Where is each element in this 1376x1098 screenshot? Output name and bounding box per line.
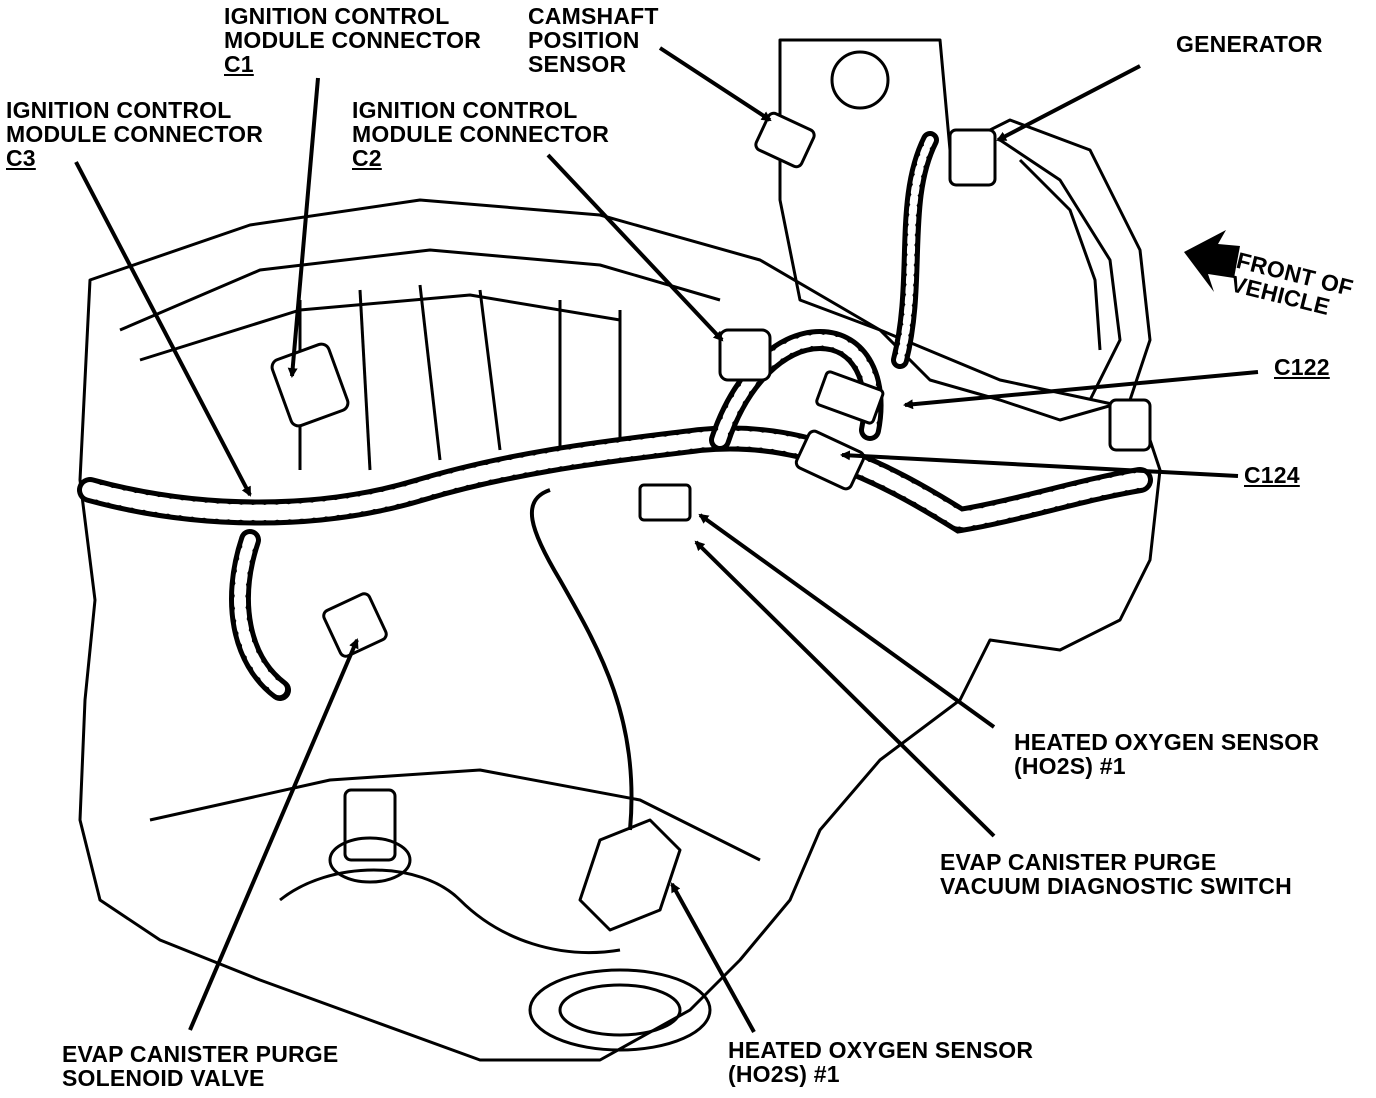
- wiring-harness: [77, 131, 1153, 701]
- label-ho2s-right: HEATED OXYGEN SENSOR (HO2S) #1: [1014, 729, 1320, 779]
- label-c124: C124: [1244, 462, 1300, 488]
- front-arrow: [1184, 230, 1240, 292]
- label-ho2s-bottom: HEATED OXYGEN SENSOR (HO2S) #1: [728, 1037, 1034, 1087]
- connectors: [270, 111, 1152, 658]
- label-generator: GENERATOR: [1176, 31, 1323, 57]
- label-evap-solenoid-valve: EVAP CANISTER PURGE SOLENOID VALVE: [62, 1041, 339, 1091]
- leader-lines: [74, 46, 1259, 1033]
- label-c122: C122: [1274, 354, 1330, 380]
- label-icm-c3: IGNITION CONTROL MODULE CONNECTOR C3: [6, 97, 264, 171]
- label-camshaft-position-sensor: CAMSHAFT POSITION SENSOR: [528, 3, 659, 77]
- label-icm-c1: IGNITION CONTROL MODULE CONNECTOR C1: [224, 3, 482, 77]
- label-icm-c2: IGNITION CONTROL MODULE CONNECTOR C2: [352, 97, 610, 171]
- label-evap-vacuum-switch: EVAP CANISTER PURGE VACUUM DIAGNOSTIC SW…: [940, 849, 1292, 899]
- engine-outline: [78, 38, 1162, 1062]
